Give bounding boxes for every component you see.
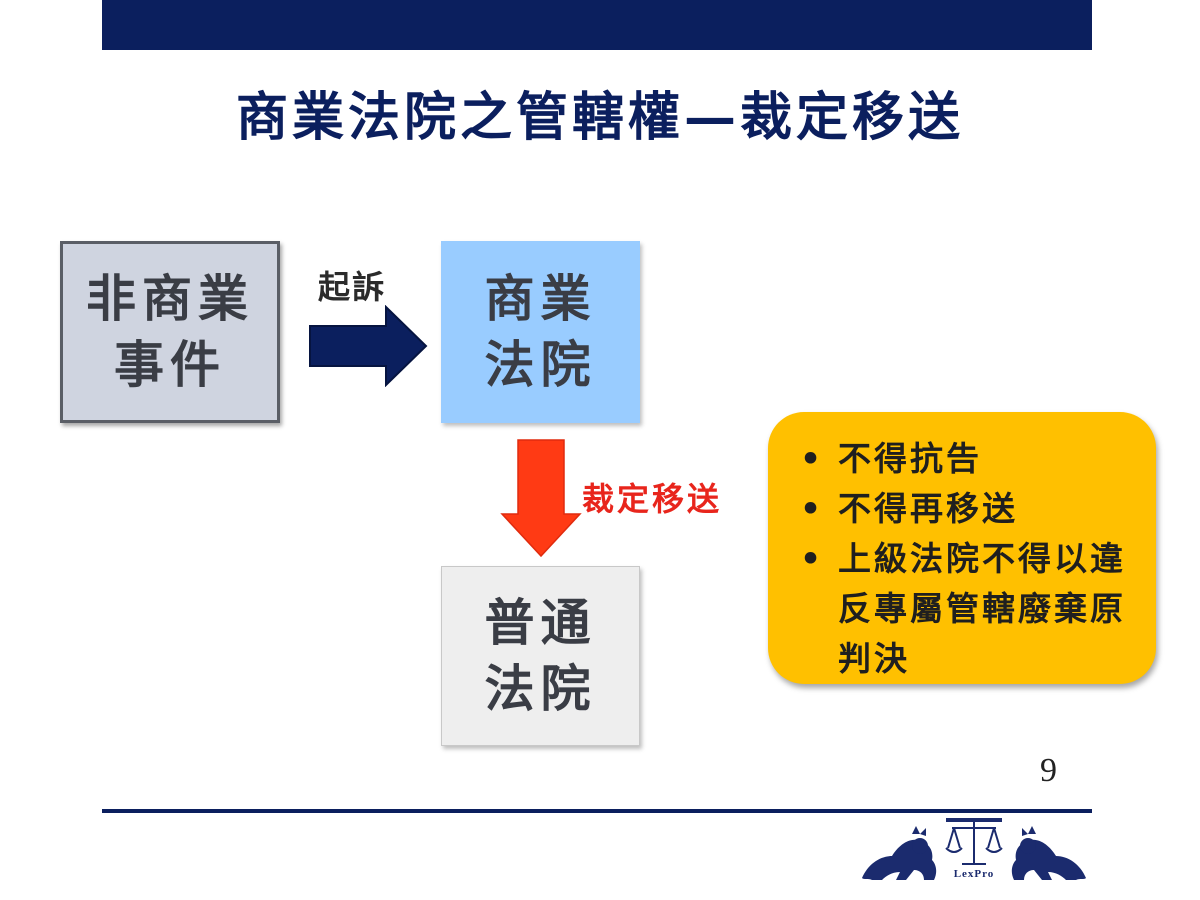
note-text: 不得再移送 xyxy=(838,489,1018,528)
bullet-icon: • xyxy=(799,539,825,578)
ordinary-court-box: 普通 法院 xyxy=(441,566,640,746)
commercial-court-line2: 法院 xyxy=(484,335,597,394)
notes-list: • 不得抗告 • 不得再移送 • 上級法院不得以違反專屬管轄廢棄原判決 xyxy=(798,434,1136,684)
note-text: 上級法院不得以違反專屬管轄廢棄原判決 xyxy=(838,539,1126,678)
commercial-court-box: 商業 法院 xyxy=(441,241,640,423)
sue-label: 起訴 xyxy=(318,268,387,306)
note-item-higher-court: • 上級法院不得以違反專屬管轄廢棄原判決 xyxy=(798,534,1136,684)
bullet-icon: • xyxy=(799,439,825,478)
top-header-bar xyxy=(102,0,1092,50)
page-number: 9 xyxy=(1040,752,1057,789)
note-item-no-retransfer: • 不得再移送 xyxy=(798,484,1136,534)
ordinary-court-line2: 法院 xyxy=(484,659,597,718)
right-arrow-icon xyxy=(308,304,428,391)
lexpro-logo: LexPro xyxy=(858,816,1090,886)
ruling-transfer-label: 裁定移送 xyxy=(582,480,723,518)
slide-title: 商業法院之管轄權—裁定移送 xyxy=(235,87,964,148)
notes-callout: • 不得抗告 • 不得再移送 • 上級法院不得以違反專屬管轄廢棄原判決 xyxy=(768,412,1156,684)
ordinary-court-line1: 普通 xyxy=(484,593,597,652)
note-text: 不得抗告 xyxy=(838,439,982,478)
non-commercial-matter-box: 非商業 事件 xyxy=(60,241,280,423)
commercial-court-line1: 商業 xyxy=(484,269,597,328)
non-commercial-line2: 事件 xyxy=(114,335,226,394)
bottom-rule xyxy=(102,809,1092,813)
logo-wordmark: LexPro xyxy=(953,868,995,880)
note-item-no-appeal: • 不得抗告 xyxy=(798,434,1136,484)
down-arrow-icon xyxy=(500,438,582,562)
non-commercial-line1: 非商業 xyxy=(86,269,254,328)
bullet-icon: • xyxy=(799,489,825,528)
lion-scales-emblem-icon xyxy=(862,818,1086,880)
